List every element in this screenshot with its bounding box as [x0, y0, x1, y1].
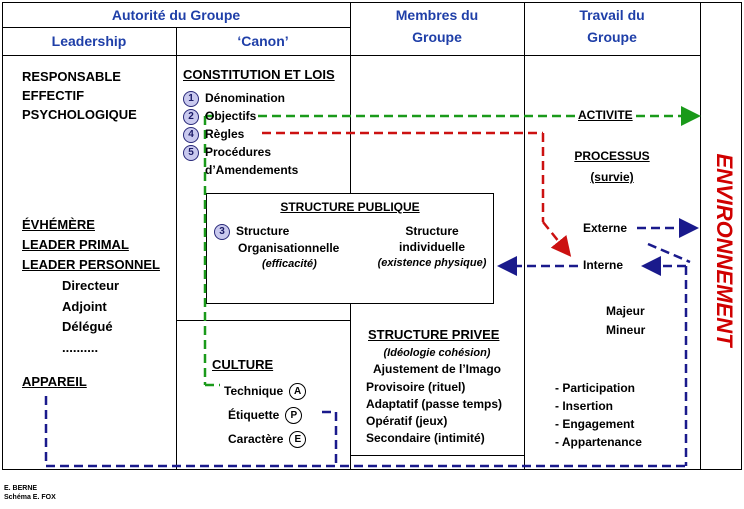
- structure-organisationnelle: 3 Structure Organisationnelle (efficacité…: [214, 223, 339, 272]
- structure-privee-subtitle: (Idéologie cohésion): [383, 347, 491, 359]
- leadership-item: RESPONSABLE: [22, 69, 121, 84]
- culture-item-label: Caractère: [228, 432, 284, 446]
- leadership-mid-list: ÉVHÉMÈRE LEADER PRIMAL LEADER PERSONNEL: [22, 215, 160, 275]
- number-badge: 4: [183, 126, 199, 143]
- header-leadership: Leadership: [51, 33, 127, 49]
- leadership-sub-list: Directeur Adjoint Délégué ..........: [62, 276, 119, 358]
- leadership-sub-item: Délégué: [62, 319, 113, 334]
- structure-org-line2: Organisationnelle: [238, 240, 340, 255]
- travail-list: - Participation - Insertion - Engagement…: [555, 379, 642, 451]
- travail-list-item: - Appartenance: [555, 435, 642, 449]
- structure-org-note: (efficacité): [262, 257, 317, 270]
- externe-label: Externe: [583, 221, 628, 235]
- number-badge: 1: [183, 90, 199, 107]
- number-badge: 5: [183, 144, 199, 161]
- travail-list-item: - Engagement: [555, 417, 635, 431]
- credit-author: E. BERNE: [4, 485, 38, 492]
- leadership-sub-item: Adjoint: [62, 298, 107, 314]
- travail-list-item: - Insertion: [555, 399, 614, 413]
- culture-list: Technique A Étiquette P Caractère E: [224, 379, 307, 451]
- structure-org-line1: 3 Structure: [214, 223, 339, 240]
- constitution-item: d’Amendements: [183, 161, 298, 179]
- leadership-item: LEADER PRIMAL: [22, 237, 129, 252]
- table-frame: [2, 2, 742, 470]
- leadership-item: PSYCHOLOGIQUE: [22, 107, 137, 122]
- culture-item: Caractère E: [224, 427, 307, 451]
- culture-title: CULTURE: [212, 357, 274, 372]
- constitution-item: 5 Procédures: [183, 143, 298, 161]
- majeur-label: Majeur: [606, 304, 645, 318]
- header-membres-line2: Groupe: [412, 29, 462, 45]
- constitution-title: CONSTITUTION ET LOIS: [183, 67, 335, 82]
- culture-item-label: Technique: [224, 384, 284, 398]
- red-dashed-arrow: [262, 131, 572, 257]
- structure-privee-item: Opératif (jeux): [366, 414, 448, 428]
- structure-ind-line1: Structure: [405, 224, 459, 238]
- credits: E. BERNE Schéma E. FOX: [4, 484, 56, 502]
- structure-org-label: Structure: [236, 224, 290, 238]
- letter-badge: A: [289, 383, 307, 401]
- constitution-item-label: d’Amendements: [205, 163, 299, 177]
- structure-publique-box: [206, 193, 494, 304]
- majeur-mineur: Majeur Mineur: [606, 302, 645, 340]
- constitution-item-label: Règles: [205, 127, 245, 141]
- constitution-item: 1 Dénomination: [183, 89, 298, 107]
- structure-privee-line2: Ajustement de l’Imago: [372, 362, 502, 376]
- leadership-item: LEADER PERSONNEL: [22, 257, 160, 272]
- structure-individuelle: Structure individuelle (existence physiq…: [372, 223, 492, 271]
- header-travail-line1: Travail du: [579, 7, 645, 23]
- interne-label: Interne: [583, 258, 624, 272]
- culture-item: Technique A: [224, 379, 307, 403]
- header-autorite: Autorité du Groupe: [111, 7, 241, 23]
- header-membres: Membres du Groupe: [350, 4, 524, 48]
- culture-item: Étiquette P: [224, 403, 306, 427]
- number-badge: 2: [183, 108, 199, 125]
- structure-ind-line2: individuelle: [398, 240, 465, 254]
- survie-label: (survie): [590, 170, 634, 184]
- processus-label: PROCESSUS: [574, 149, 650, 163]
- structure-privee-title: STRUCTURE PRIVEE: [368, 327, 500, 342]
- structure-ind-note: (existence physique): [377, 257, 487, 269]
- constitution-item-label: Dénomination: [205, 91, 285, 105]
- appareil-label: APPAREIL: [22, 374, 87, 389]
- structure-publique-title: STRUCTURE PUBLIQUE: [280, 200, 420, 214]
- constitution-item: 2 Objectifs: [183, 107, 298, 125]
- constitution-list: 1 Dénomination 2 Objectifs 4 Règles 5 Procéd…: [183, 89, 298, 179]
- letter-badge: E: [289, 431, 307, 449]
- header-travail: Travail du Groupe: [524, 4, 700, 48]
- constitution-item-label: Objectifs: [205, 109, 257, 123]
- number-badge: 3: [214, 223, 230, 240]
- structure-privee-item: Secondaire (intimité): [366, 431, 485, 445]
- mineur-label: Mineur: [606, 323, 646, 337]
- constitution-item: 4 Règles: [183, 125, 298, 143]
- leadership-top-list: RESPONSABLE EFFECTIF PSYCHOLOGIQUE: [22, 67, 137, 124]
- environnement-label-container: ENVIRONNEMENT: [704, 130, 744, 370]
- structure-privee-item: Provisoire (rituel): [366, 380, 466, 394]
- leadership-sub-item: Directeur: [62, 278, 120, 293]
- structure-privee-item: Adaptatif (passe temps): [366, 397, 503, 411]
- header-membres-line1: Membres du: [395, 7, 479, 23]
- leadership-sub-item: ..........: [62, 339, 99, 355]
- blue-dashed-arrows: [44, 218, 699, 468]
- structure-privee-list: Provisoire (rituel) Adaptatif (passe tem…: [366, 379, 502, 447]
- constitution-item-label: Procédures: [205, 145, 272, 159]
- leadership-item: EFFECTIF: [22, 88, 85, 103]
- credit-schema: Schéma E. FOX: [4, 494, 56, 501]
- travail-list-item: - Participation: [555, 381, 636, 395]
- header-travail-line2: Groupe: [587, 29, 637, 45]
- activite-label: ACTIVITE: [576, 108, 635, 122]
- leadership-item: ÉVHÉMÈRE: [22, 217, 95, 232]
- environnement-label: ENVIRONNEMENT: [712, 153, 737, 347]
- header-canon: ‘Canon’: [237, 33, 289, 49]
- letter-badge: P: [285, 407, 303, 425]
- culture-item-label: Étiquette: [228, 408, 280, 422]
